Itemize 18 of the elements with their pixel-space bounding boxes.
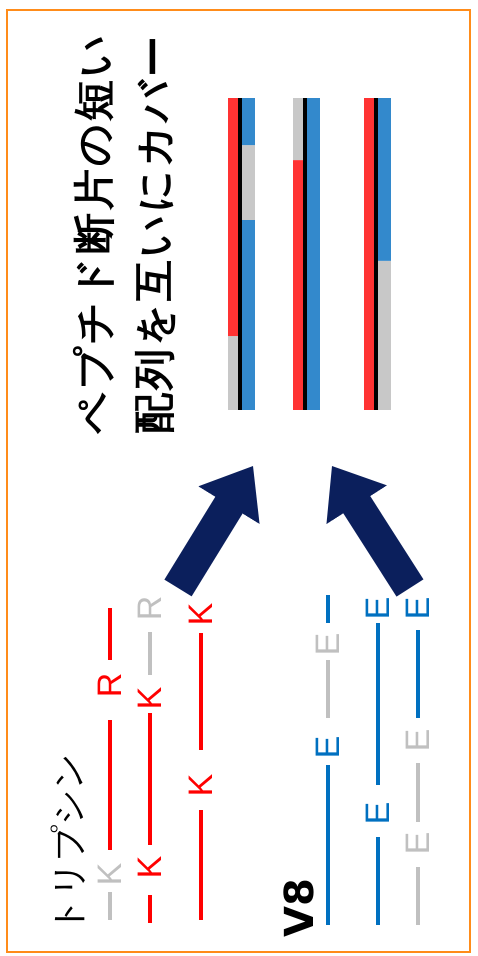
enzyme-label: トリプシン [52, 753, 87, 933]
diagram-title: ペプチド断片の短い配列を互いにカバー [69, 31, 179, 434]
cleavage-site-letter: E [361, 596, 395, 620]
cleavage-site-letter: K [184, 602, 218, 626]
cleavage-site-letter: E [401, 832, 435, 854]
cleavage-site-letter: K [184, 774, 218, 796]
cleavage-site-letter: K [93, 862, 127, 886]
block-arrow [164, 466, 260, 596]
cleavage-site-letter: K [133, 686, 167, 710]
cleavage-site-letter: R [93, 672, 127, 698]
cleavage-site-letter: R [133, 596, 167, 620]
cleavage-site-letter: E [401, 596, 435, 620]
enzyme-label: V8 [280, 878, 320, 937]
cleavage-site-letter: E [311, 632, 345, 656]
cleavage-site-letter: E [361, 802, 395, 824]
cleavage-site-letter: E [401, 728, 435, 752]
cleavage-site-letter: K [133, 856, 167, 878]
cleavage-site-letter: E [311, 736, 345, 758]
